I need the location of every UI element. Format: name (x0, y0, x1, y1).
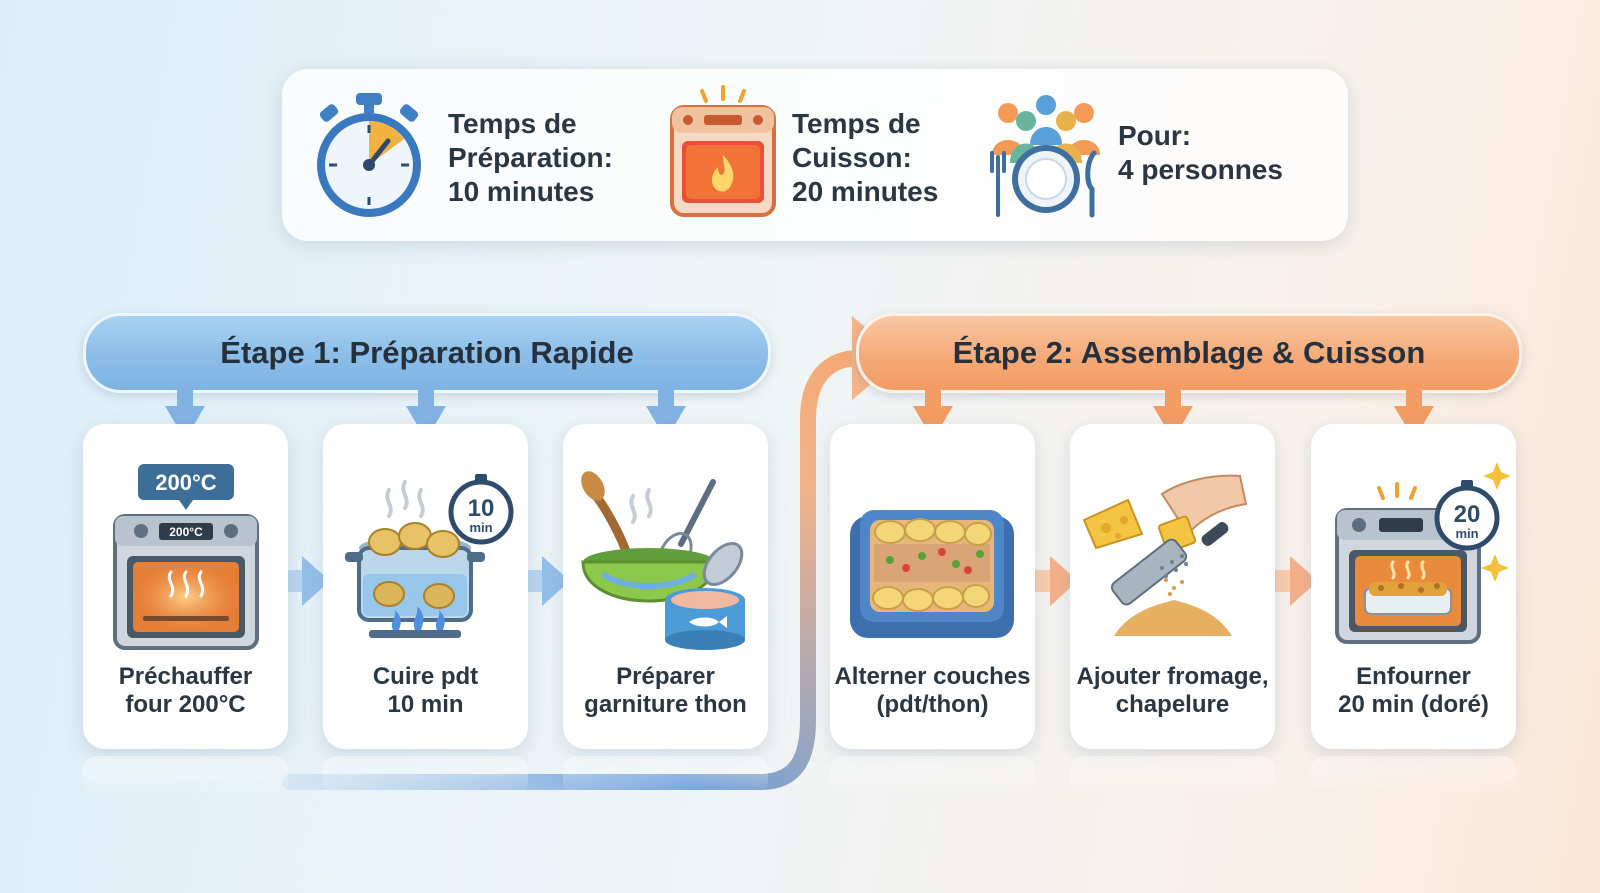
oven-gratin-icon: 20 min (1335, 462, 1511, 644)
step-label: Alterner couches(pdt/thon) (834, 663, 1031, 718)
sparkle-icon (1483, 462, 1511, 490)
stopwatch-icon (317, 93, 421, 217)
prep-time-text: Temps de Préparation: 10 minutes (448, 108, 613, 207)
oven-display-text: 200°C (169, 525, 203, 539)
card-reflection (563, 756, 768, 796)
cook-time-text: Temps de Cuisson: 20 minutes (792, 108, 939, 207)
oven-badge-text: 200°C (155, 470, 217, 495)
baking-dish-icon (850, 510, 1014, 638)
timer-value: 20 (1454, 501, 1481, 528)
people-plate-icon (990, 95, 1100, 218)
info-panel: Temps de Préparation: 10 minutes Temps d… (282, 69, 1348, 241)
oven-flame-icon (670, 85, 776, 217)
step-label: Ajouter fromage,chapelure (1076, 663, 1269, 718)
card-reflection (830, 756, 1035, 796)
card-reflection (323, 756, 528, 796)
stage-1-title: Étape 1: Préparation Rapide (220, 335, 634, 370)
step-card-layering: Alterner couches(pdt/thon) (830, 424, 1035, 749)
stage-2-banner: Étape 2: Assemblage & Cuisson (856, 313, 1522, 393)
card-reflection (1311, 756, 1516, 796)
mixing-bowl-icon (581, 471, 745, 650)
cheese-grater-icon (1082, 474, 1248, 636)
step-card-cheese: Ajouter fromage,chapelure (1070, 424, 1275, 749)
oven-icon: 200°C 200°C (113, 464, 259, 650)
timer-value: 10 (468, 495, 495, 522)
card-reflection (83, 756, 288, 796)
servings-text: Pour: 4 personnes (1118, 120, 1283, 185)
card-reflection (1070, 756, 1275, 796)
timer-unit: min (1455, 526, 1478, 541)
sparkle-icon (1481, 554, 1509, 582)
pot-icon: 10 min (345, 474, 514, 638)
timer-unit: min (469, 520, 492, 535)
stage-2-title: Étape 2: Assemblage & Cuisson (952, 335, 1426, 370)
